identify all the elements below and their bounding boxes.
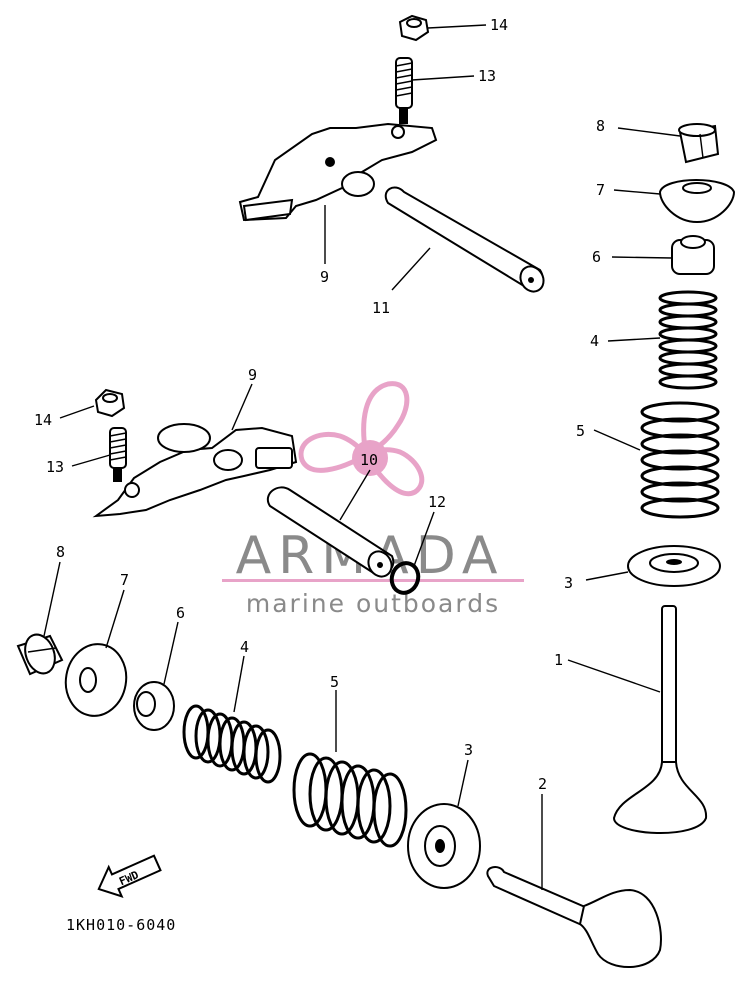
- callout-5-left: 5: [330, 673, 339, 691]
- part-14-nut-mid: [94, 388, 126, 418]
- part-2-exhaust-valve: [486, 866, 662, 968]
- part-4-inner-spring-right: [658, 290, 718, 390]
- part-13-adjuster-screw-top: [395, 57, 413, 124]
- callout-11: 11: [372, 299, 390, 317]
- callout-1: 1: [554, 651, 563, 669]
- callout-13-top: 13: [478, 67, 496, 85]
- drawing-code: 1KH010-6040: [66, 916, 176, 934]
- part-11-rocker-shaft-top: [384, 186, 545, 293]
- propeller-icon: [298, 381, 425, 497]
- fwd-direction-arrow-icon: FWD: [97, 854, 162, 898]
- callout-3-right: 3: [564, 574, 573, 592]
- part-9-rocker-arm-mid: [92, 423, 298, 518]
- watermark-tagline: marine outboards: [246, 589, 500, 618]
- callout-6-right: 6: [592, 248, 601, 266]
- callout-labels: 14 13 9 11 8 7 6 4 5 3 1 9 14 13 10 12 8…: [34, 16, 605, 793]
- part-5-outer-spring-left: [292, 752, 408, 848]
- callout-14-mid: 14: [34, 411, 52, 429]
- callout-10: 10: [360, 451, 378, 469]
- leader-lines: [43, 24, 681, 890]
- callout-5-right: 5: [576, 422, 585, 440]
- callout-6-left: 6: [176, 604, 185, 622]
- part-8-valve-cotter-right: [678, 123, 720, 164]
- part-4-inner-spring-left: [182, 704, 282, 784]
- callout-7-right: 7: [596, 181, 605, 199]
- callout-2: 2: [538, 775, 547, 793]
- callout-7-left: 7: [120, 571, 129, 589]
- callout-14-top: 14: [490, 16, 508, 34]
- part-6-stem-seal-right: [671, 235, 715, 275]
- propeller-hub-icon: [352, 440, 388, 476]
- callout-9-top: 9: [320, 268, 329, 286]
- part-5-outer-spring-right: [640, 401, 720, 519]
- part-13-adjuster-screw-mid: [109, 427, 127, 482]
- part-8-valve-cotter-left: [16, 633, 64, 676]
- callout-4-left: 4: [240, 638, 249, 656]
- part-7-spring-retainer-left: [64, 643, 128, 717]
- callout-8-right: 8: [596, 117, 605, 135]
- part-3-spring-seat-right: [627, 545, 721, 587]
- part-3-spring-seat-left: [407, 803, 481, 889]
- callout-12: 12: [428, 493, 446, 511]
- callout-3-left: 3: [464, 741, 473, 759]
- callout-4-right: 4: [590, 332, 599, 350]
- callout-9-mid: 9: [248, 366, 257, 384]
- callout-8-left: 8: [56, 543, 65, 561]
- part-10-rocker-shaft-mid: [267, 486, 395, 578]
- part-1-intake-valve: [612, 605, 708, 834]
- watermark-rule: [222, 579, 524, 582]
- part-12-o-ring: [389, 561, 421, 595]
- part-14-nut-top: [398, 14, 430, 42]
- part-7-spring-retainer-right: [658, 179, 736, 224]
- callout-13-mid: 13: [46, 458, 64, 476]
- part-6-stem-seal-left: [133, 681, 175, 731]
- part-9-rocker-arm-top: [238, 122, 438, 222]
